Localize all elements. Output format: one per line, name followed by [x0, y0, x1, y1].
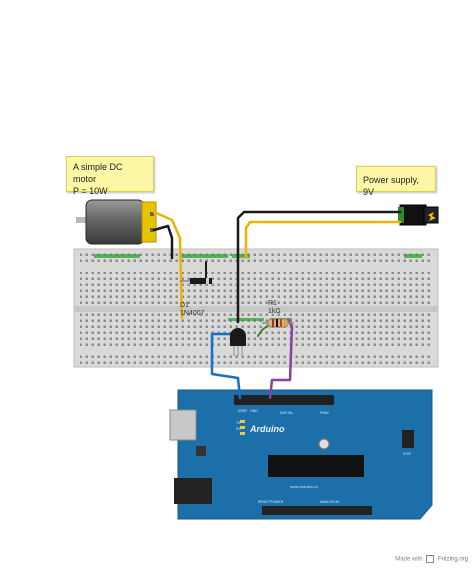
motor-body: [85, 199, 145, 245]
arduino-board: Arduino www.arduino.cc AREF GND DIGITAL …: [169, 389, 433, 520]
digital-label: DIGITAL: [280, 411, 293, 415]
fritzing-footer: Made with Fritzing.org: [395, 555, 468, 563]
wire-motor-black: [152, 224, 174, 260]
power-supply-jack: [398, 204, 439, 226]
power-label: POWER: [270, 500, 284, 504]
arduino-url: www.arduino.cc: [290, 484, 318, 489]
note-dc-motor: A simple DC motor P = 10W: [66, 156, 154, 196]
diode-d1: D1 1N4007: [180, 278, 212, 317]
note-motor-line1: A simple DC motor: [73, 162, 123, 184]
icsp-label: ICSP: [403, 452, 412, 456]
breadboard-top-rail: [80, 253, 432, 265]
tx-label: TX: [236, 421, 241, 425]
power-analog-header: [262, 506, 372, 515]
rx-label: RX: [236, 427, 242, 431]
transistor: [230, 328, 246, 356]
resistor-ref-label: R1: [268, 300, 277, 307]
wire-supply-yellow: [244, 220, 402, 260]
wire-motor-yellow: [152, 210, 184, 320]
breadboard-center-channel: [74, 306, 438, 312]
note-power-text: Power supply, 9V: [363, 175, 419, 197]
gnd-label: GND: [250, 409, 258, 413]
breadboard-bottom-rail: [80, 352, 432, 364]
diode-part-label: 1N4007: [180, 310, 205, 317]
footer-brand[interactable]: Fritzing.org: [437, 556, 468, 563]
breadboard: [73, 248, 439, 368]
dc-motor: [76, 199, 157, 245]
icsp-header: [402, 430, 414, 448]
reset-button[interactable]: [318, 438, 330, 450]
note-power-supply: Power supply, 9V: [356, 166, 436, 197]
fritzing-logo-icon: [426, 555, 435, 563]
reset-label: RESET: [258, 500, 271, 504]
digital-header: [234, 395, 334, 405]
wire-supply-black: [236, 210, 402, 324]
resistor-value-label: 1kΩ: [268, 308, 281, 315]
power-jack: [174, 478, 212, 504]
usb-connector: [169, 409, 197, 441]
resistor-r1: R1 1kΩ: [262, 300, 294, 328]
analog-label: ANALOG IN: [320, 500, 340, 504]
diode-ref-label: D1: [180, 302, 189, 309]
footer-made-with: Made with: [395, 556, 423, 563]
atmega-chip: [268, 455, 364, 477]
motor-shaft: [76, 217, 86, 223]
power-bolt-icon: [428, 212, 436, 221]
breadboard-upper-rows: [80, 272, 432, 306]
arduino-logo-text: Arduino: [249, 424, 285, 434]
wire-signal-purple: [268, 318, 294, 400]
aref-label: AREF: [238, 409, 247, 413]
note-motor-line2: P = 10W: [73, 186, 108, 196]
status-leds: [240, 420, 245, 435]
regulator: [196, 446, 206, 456]
wires: [152, 210, 402, 400]
wire-base-green: [257, 323, 271, 337]
pwm-label: PWM: [320, 411, 329, 415]
motor-endcap: [141, 201, 157, 243]
wire-gnd-blue: [210, 332, 244, 400]
